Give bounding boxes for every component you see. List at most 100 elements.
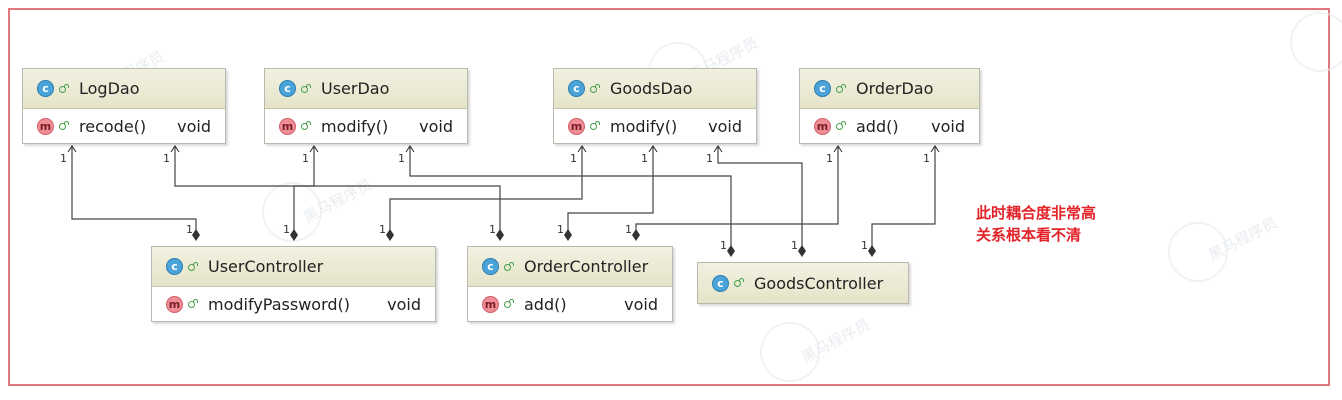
class-header: c GoodsDao: [554, 69, 756, 109]
class-ordercontroller: c OrderController m add() void: [467, 246, 673, 322]
class-c-icon: c: [37, 80, 54, 97]
link-goodscontroller-goodsdao: [717, 146, 803, 253]
multiplicity-labels: 1 1 1 1 1 1 1 1 1 1 1 1 1 1 1 1 1 1: [60, 152, 930, 252]
class-c-icon: c: [568, 80, 585, 97]
link-ordercontroller-logdao: [174, 146, 501, 237]
multiplicity-label: 1: [163, 152, 170, 165]
class-logdao: c LogDao m recode() void: [22, 68, 226, 144]
method-m-icon: m: [166, 295, 183, 313]
multiplicity-label: 1: [379, 223, 386, 236]
link-goodscontroller-orderdao: [871, 146, 936, 253]
public-visibility-icon: [188, 299, 198, 309]
multiplicity-label: 1: [641, 152, 648, 165]
public-visibility-icon: [836, 121, 846, 131]
class-c-icon: c: [482, 258, 499, 275]
class-name: LogDao: [79, 79, 140, 98]
coupling-note-line: 关系根本看不清: [976, 226, 1082, 244]
method-name: recode(): [79, 116, 147, 136]
multiplicity-label: 1: [861, 239, 868, 252]
public-visibility-icon: [59, 121, 69, 131]
class-header: c OrderController: [468, 247, 672, 287]
class-usercontroller: c UserController m modifyPassword() void: [151, 246, 436, 322]
multiplicity-label: 1: [791, 239, 798, 252]
multiplicity-label: 1: [186, 223, 193, 236]
class-goodsdao: c GoodsDao m modify() void: [553, 68, 757, 144]
method-row: m add() void: [800, 109, 979, 143]
watermark-logo: [760, 322, 820, 382]
public-visibility-icon: [301, 83, 311, 94]
method-m-icon: m: [568, 117, 585, 135]
method-row: m modifyPassword() void: [152, 287, 435, 321]
class-name: GoodsController: [754, 273, 884, 293]
multiplicity-label: 1: [489, 223, 496, 236]
class-name: UserController: [208, 257, 324, 276]
multiplicity-label: 1: [557, 223, 564, 236]
coupling-note-line: 此时耦合度非常高: [976, 204, 1097, 222]
public-visibility-icon: [301, 121, 311, 131]
multiplicity-label: 1: [283, 223, 290, 236]
public-visibility-icon: [504, 261, 514, 272]
method-row: m add() void: [468, 287, 672, 321]
method-return-type: void: [387, 294, 421, 314]
multiplicity-label: 1: [706, 152, 713, 165]
link-ordercontroller-goodsdao: [567, 146, 654, 237]
class-c-icon: c: [279, 80, 296, 97]
link-goodscontroller-userdao: [409, 146, 732, 253]
method-row: m modify() void: [554, 109, 756, 143]
method-m-icon: m: [814, 117, 831, 135]
method-return-type: void: [708, 116, 742, 136]
public-visibility-icon: [836, 83, 846, 94]
class-name: OrderDao: [856, 79, 934, 98]
method-name: modify(): [610, 116, 678, 136]
method-m-icon: m: [482, 295, 499, 313]
multiplicity-label: 1: [570, 152, 577, 165]
public-visibility-icon: [590, 83, 600, 94]
public-visibility-icon: [734, 278, 744, 288]
class-orderdao: c OrderDao m add() void: [799, 68, 980, 144]
method-return-type: void: [931, 116, 965, 136]
class-header: c GoodsController: [698, 263, 908, 303]
method-m-icon: m: [37, 117, 54, 135]
link-usercontroller-goodsdao: [389, 146, 583, 237]
class-c-icon: c: [814, 80, 831, 97]
class-header: c OrderDao: [800, 69, 979, 109]
method-return-type: void: [419, 116, 453, 136]
method-row: m modify() void: [265, 109, 467, 143]
multiplicity-label: 1: [60, 152, 67, 165]
public-visibility-icon: [504, 299, 514, 309]
composition-diamonds: [192, 229, 876, 257]
method-m-icon: m: [279, 117, 296, 135]
method-name: modify(): [321, 116, 389, 136]
link-ordercontroller-orderdao: [635, 146, 839, 237]
multiplicity-label: 1: [625, 223, 632, 236]
watermark-logo: [1168, 222, 1228, 282]
class-header: c LogDao: [23, 69, 225, 109]
class-name: GoodsDao: [610, 79, 693, 98]
coupling-note: 此时耦合度非常高 关系根本看不清: [976, 202, 1096, 246]
method-name: add(): [524, 294, 567, 314]
link-usercontroller-logdao: [71, 146, 197, 237]
class-c-icon: c: [166, 258, 183, 275]
class-header: c UserDao: [265, 69, 467, 109]
method-return-type: void: [177, 116, 211, 136]
watermark-logo: [1290, 12, 1342, 72]
class-name: OrderController: [524, 257, 649, 276]
public-visibility-icon: [590, 121, 600, 131]
arrowheads: [67, 145, 940, 153]
method-name: modifyPassword(): [208, 294, 351, 314]
method-return-type: void: [624, 294, 658, 314]
multiplicity-label: 1: [720, 239, 727, 252]
method-row: m recode() void: [23, 109, 225, 143]
class-userdao: c UserDao m modify() void: [264, 68, 468, 144]
class-goodscontroller: c GoodsController: [697, 262, 909, 304]
diagram-frame: [8, 8, 1330, 386]
multiplicity-label: 1: [826, 152, 833, 165]
multiplicity-label: 1: [923, 152, 930, 165]
public-visibility-icon: [188, 261, 198, 272]
watermark-logo: [262, 182, 322, 242]
class-c-icon: c: [712, 274, 729, 292]
class-name: UserDao: [321, 79, 390, 98]
method-name: add(): [856, 116, 899, 136]
multiplicity-label: 1: [398, 152, 405, 165]
